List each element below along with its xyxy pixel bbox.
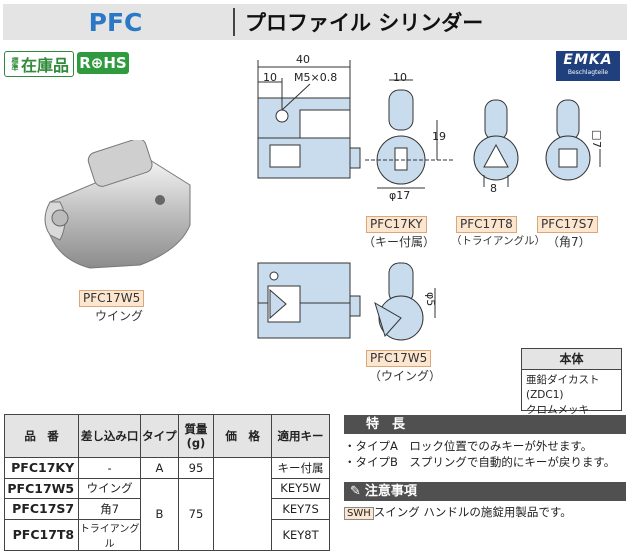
variant-sub-s7: （角7） [547, 235, 591, 249]
photo-label: PFC17W5 [79, 290, 145, 307]
material-body: 亜鉛ダイカスト(ZDC1) クロムメッキ [521, 370, 622, 416]
dim-width: 40 [296, 53, 310, 66]
dim-dia: φ17 [389, 189, 411, 202]
material-box: 本体 亜鉛ダイカスト(ZDC1) クロムメッキ [521, 348, 622, 416]
cell-code: PFC17T8 [3, 518, 80, 551]
w5-side-drawing [374, 262, 436, 341]
cell-key: KEY8T [271, 518, 330, 551]
photo-sublabel: ウイング [95, 309, 144, 323]
th-inlet: 差し込み口 [78, 414, 142, 458]
variant-sub-ky: （キー付属） [363, 235, 436, 249]
stock-badge-small: 標準 [11, 57, 19, 71]
cell-inlet: トライアングル [78, 518, 142, 551]
page-title: プロファイル シリンダー [245, 11, 484, 35]
cell-inlet: - [78, 457, 142, 479]
variant-sub-w5: （ウイング） [369, 369, 442, 383]
product-photo [44, 140, 191, 269]
table-row: PFC17T8 トライアングル KEY8T [3, 518, 330, 551]
cell-code: PFC17S7 [3, 498, 80, 520]
cell-key: KEY7S [271, 498, 330, 520]
stock-badge-label: 在庫品 [21, 56, 70, 75]
swh-tag: SWH [344, 507, 374, 520]
notes-header: ✎注意事項 [344, 482, 626, 501]
t8-drawing [473, 99, 519, 187]
header-divider [233, 8, 235, 36]
notes-heading: 注意事項 [364, 484, 417, 499]
variant-label-s7: PFC17S7 [537, 216, 599, 233]
dim-left: 10 [263, 71, 277, 84]
table-row: PFC17W5 ウイング B 75 KEY5W [3, 477, 330, 551]
pencil-icon: ✎ [350, 484, 361, 499]
material-heading: 本体 [521, 348, 622, 370]
cell-inlet: 角7 [78, 498, 142, 520]
product-code: PFC [88, 7, 143, 37]
dim-height: 19 [432, 130, 446, 143]
front-drawing [257, 60, 361, 179]
dim-sq: □7 [590, 128, 603, 148]
th-type: タイプ [140, 414, 179, 458]
th-price: 価 格 [213, 414, 273, 458]
variant-label-w5: PFC17W5 [366, 350, 432, 367]
dim-small-dia: φ5 [424, 292, 437, 307]
emka-logo: EMKA Beschlagteile [556, 51, 620, 81]
features-section: 特 長 ・タイプA ロック位置でのみキーが外せます。 ・タイプB スプリングで自… [344, 415, 626, 470]
cell-key: キー付属 [271, 457, 330, 479]
header-bar: PFC プロファイル シリンダー [3, 4, 627, 40]
emka-logo-text: EMKA [563, 52, 613, 68]
rohs-badge: R⊕HS [77, 52, 129, 74]
dim-cam-width: 10 [393, 71, 407, 84]
cell-code: PFC17KY [3, 457, 80, 479]
cell-price [213, 457, 273, 551]
cell-code: PFC17W5 [3, 477, 80, 499]
features-heading: 特 長 [344, 415, 626, 434]
dim-thread: M5×0.8 [294, 71, 338, 84]
cell-key: KEY5W [271, 477, 330, 499]
cell-mass: 95 [177, 457, 215, 479]
variant-label-t8: PFC17T8 [456, 216, 517, 233]
s7-drawing [545, 99, 601, 181]
material-line-2: クロムメッキ [526, 404, 589, 416]
cell-mass: 75 [177, 477, 215, 551]
feature-line-2: ・タイプB スプリングで自動的にキーが戻ります。 [344, 455, 616, 469]
stock-badge: 標準 在庫品 [4, 51, 74, 77]
th-mass: 質量 (g) [177, 414, 215, 458]
table-header-row: 品 番 差し込み口 タイプ 質量 (g) 価 格 適用キー [3, 414, 330, 458]
product-table: 品 番 差し込み口 タイプ 質量 (g) 価 格 適用キー PFC17KY - … [3, 414, 330, 551]
cell-inlet: ウイング [78, 477, 142, 499]
emka-tagline: Beschlagteile [567, 69, 609, 76]
table-row: PFC17KY - A 95 キー付属 [3, 457, 330, 551]
material-line-1: 亜鉛ダイカスト(ZDC1) [526, 374, 600, 401]
ky-drawing [365, 79, 455, 189]
w5-front-drawing [257, 262, 361, 339]
variant-label-ky: PFC17KY [366, 216, 427, 233]
th-key: 適用キー [271, 414, 330, 458]
cell-type: B [140, 477, 179, 551]
dim-tri: 8 [490, 182, 497, 195]
feature-line-1: ・タイプA ロック位置でのみキーが外せます。 [344, 439, 593, 453]
variant-sub-t8: （トライアングル） [451, 235, 546, 247]
cell-type: A [140, 457, 179, 479]
notes-text: スイング ハンドルの施錠用製品です。 [373, 505, 572, 519]
th-code: 品 番 [3, 414, 80, 458]
